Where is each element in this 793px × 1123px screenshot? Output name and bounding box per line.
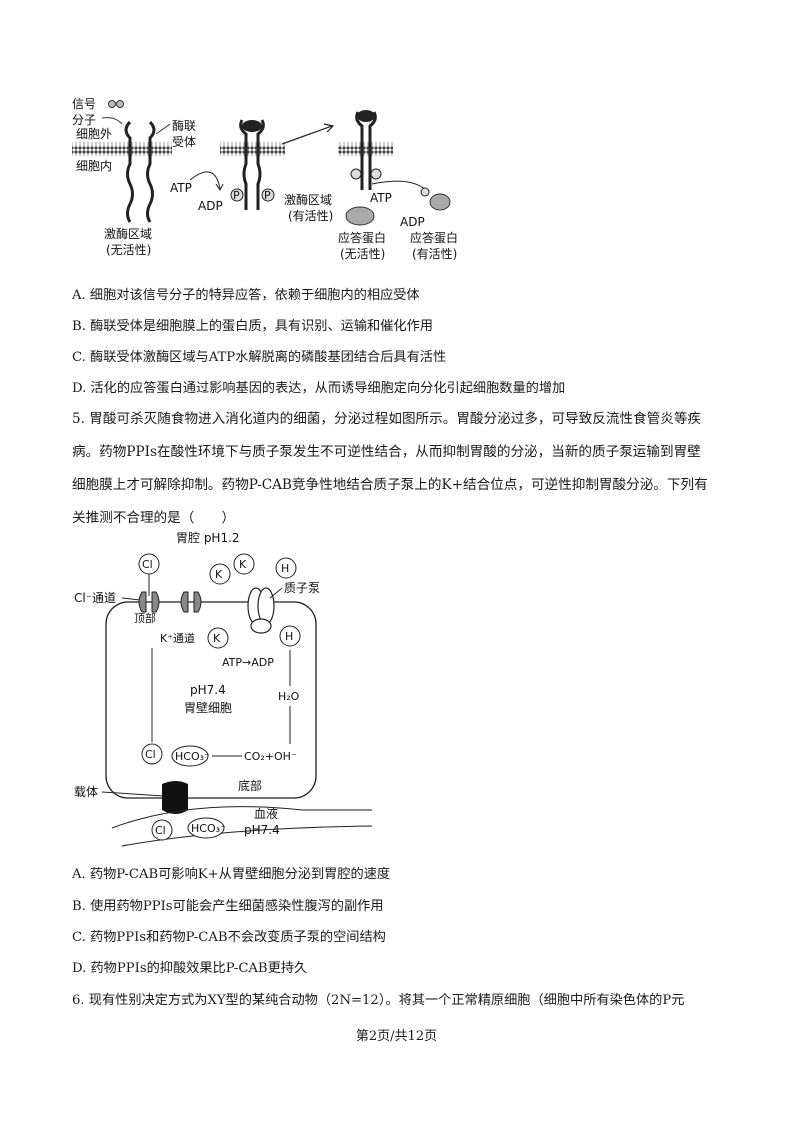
kinase-active-label-2: (有活性) (288, 209, 333, 223)
response-protein-active (429, 193, 451, 211)
receptor-label: 酶联 (172, 118, 196, 133)
adp-label-2: ADP (400, 215, 425, 229)
resp-inactive-label-2: (无活性) (340, 247, 385, 261)
q4-option-d: D. 活化的应答蛋白通过影响基因的表达，从而诱导细胞定向分化引起细胞数量的增加 (72, 381, 566, 396)
cell-name-label: 胃壁细胞 (184, 700, 232, 715)
h-ion-inside (279, 625, 301, 647)
q5-option-d: D. 药物PPIs的抑酸效果比P-CAB更持久 (72, 961, 308, 976)
svg-text:K: K (239, 558, 247, 571)
carrier-protein (162, 781, 188, 814)
q6-stem: 6. 现有性别决定方式为XY型的某纯合动物（2N=12）。将其一个正常精原细胞（… (72, 993, 685, 1008)
signal-label: 信号 (72, 97, 96, 111)
svg-text:Cl: Cl (145, 748, 156, 761)
cl-channel-label: Cl⁻通道 (74, 591, 116, 605)
k-channel-label: K⁺通道 (160, 631, 195, 645)
outside-label: 细胞外 (76, 127, 112, 141)
ph-blood-label: pH7.4 (244, 823, 280, 837)
co2-oh-label: CO₂+OH⁻ (244, 750, 297, 763)
q4-option-b: B. 酶联受体是细胞膜上的蛋白质，具有识别、运输和催化作用 (72, 319, 433, 334)
q5-option-c: C. 药物PPIs和药物P-CAB不会改变质子泵的空间结构 (72, 930, 386, 945)
q5-line-2: 病。药物PPIs在酸性环境下与质子泵发生不可逆性结合，从而抑制胃酸的分泌，当新的… (72, 444, 701, 460)
figure-parietal-cell: 胃腔 pH1.2 Cl⁻通道 Cl 顶部 K⁺通道 K K K 质子泵 H H … (74, 530, 372, 847)
hco3-ion-blood (187, 817, 225, 839)
svg-text:H: H (281, 562, 289, 575)
inside-label: 细胞内 (76, 159, 112, 173)
h-ion-top (275, 557, 297, 579)
figure-enzyme-linked-receptor: 信号 分子 细胞外 细胞内 酶联 受体 激酶区域 (无活性) ATP ADP P… (72, 97, 458, 261)
q5-stem: 5. 胃酸可杀灭随食物进入消化道内的细菌，分泌过程如图所示。胃酸分泌过多，可导致… (72, 403, 722, 535)
membrane-2 (220, 142, 285, 156)
svg-text:K: K (215, 568, 223, 581)
q5-line-3: 细胞膜上才可解除抑制。药物P-CAB竞争性地结合质子泵上的K+结合位点，可逆性抑… (72, 477, 708, 493)
svg-text:P: P (233, 189, 240, 202)
cl-ion-top (138, 553, 160, 575)
svg-text:Cl: Cl (155, 824, 166, 837)
adp-label-1: ADP (198, 199, 223, 213)
atp-label-2: ATP (370, 191, 392, 205)
k-ion-outside (209, 563, 231, 585)
receptor-dimer (239, 119, 265, 210)
signal-label-2: 分子 (72, 113, 96, 127)
lumen-label: 胃腔 pH1.2 (176, 530, 240, 545)
receptor-active (355, 111, 377, 190)
membrane-3 (338, 142, 393, 156)
blood-label: 血液 (254, 806, 278, 821)
resp-active-label: 应答蛋白 (410, 230, 458, 245)
svg-text:P: P (264, 189, 271, 202)
response-protein-inactive (345, 206, 375, 226)
q4-option-c: C. 酶联受体激酶区域与ATP水解脱离的磷酸基团结合后具有活性 (72, 350, 447, 365)
kinase-active-label: 激酶区域 (284, 192, 332, 207)
apical-label: 顶部 (134, 611, 156, 625)
q5-option-b: B. 使用药物PPIs可能会产生细菌感染性腹泻的副作用 (72, 899, 384, 914)
receptor-inactive (124, 120, 156, 223)
kinase-inactive-label-2: (无活性) (106, 243, 151, 257)
proton-pump (247, 587, 275, 634)
proton-pump-label: 质子泵 (284, 581, 320, 595)
atp-label-1: ATP (170, 181, 192, 195)
blood-vessel (111, 806, 372, 847)
ph-cell-label: pH7.4 (190, 683, 226, 697)
svg-text:HCO₃⁻: HCO₃⁻ (175, 750, 210, 763)
carrier-label: 载体 (74, 785, 98, 799)
cell-outline (105, 601, 317, 799)
q5-line-4: 关推测不合理的是（ ） (72, 510, 236, 526)
k-ion-inside (207, 627, 229, 649)
svg-text:Cl: Cl (142, 558, 153, 571)
kinase-inactive-label: 激酶区域 (104, 226, 152, 241)
membrane-1 (72, 142, 172, 156)
basal-label: 底部 (238, 778, 262, 793)
svg-text:H: H (285, 630, 293, 643)
cl-ion-blood (151, 819, 173, 841)
resp-inactive-label: 应答蛋白 (338, 230, 386, 245)
receptor-label-2: 受体 (172, 135, 196, 149)
hco3-ion-inside (171, 745, 209, 767)
q5-line-1: 5. 胃酸可杀灭随食物进入消化道内的细菌，分泌过程如图所示。胃酸分泌过多，可导致… (72, 411, 702, 427)
resp-active-label-2: (有活性) (412, 247, 457, 261)
cl-ion-inside (141, 743, 163, 765)
atp-adp-label: ATP→ADP (222, 656, 274, 669)
svg-text:HCO₃⁻: HCO₃⁻ (191, 822, 226, 835)
q5-option-a: A. 药物P-CAB可影响K+从胃壁细胞分泌到胃腔的速度 (72, 867, 391, 882)
h2o-label: H₂O (278, 690, 300, 703)
q4-option-a: A. 细胞对该信号分子的特异应答，依赖于细胞内的相应受体 (72, 288, 420, 303)
k-ion-top (233, 553, 255, 575)
svg-text:K: K (213, 632, 221, 645)
page-footer: 第2页/共12页 (355, 1029, 438, 1044)
